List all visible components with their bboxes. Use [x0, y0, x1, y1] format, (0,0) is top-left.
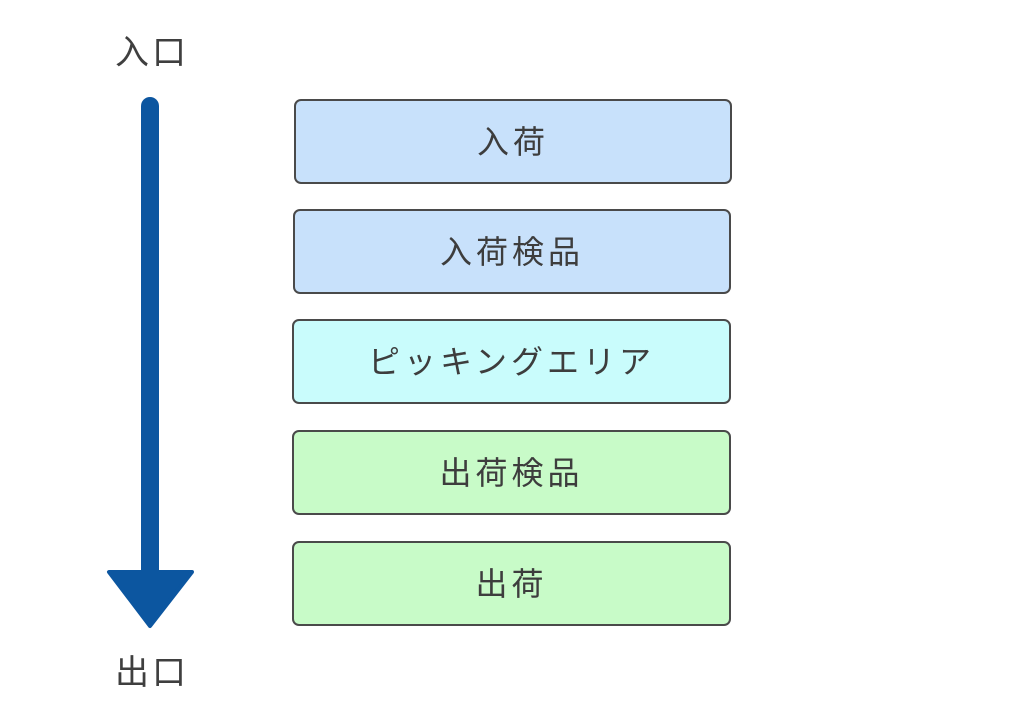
- stage-receiving: 入荷: [294, 99, 732, 184]
- stage-label: ピッキングエリア: [367, 342, 656, 381]
- stage-label: 出荷: [475, 564, 548, 603]
- stage-picking-area: ピッキングエリア: [292, 319, 731, 404]
- flow-direction-arrow: [107, 97, 194, 628]
- stage-shipping: 出荷: [292, 541, 731, 626]
- stage-label: 入荷: [476, 122, 549, 161]
- stage-shipping-inspection: 出荷検品: [292, 430, 731, 515]
- exit-label: 出口: [115, 653, 189, 693]
- entrance-label: 入口: [115, 33, 189, 73]
- stage-receiving-inspection: 入荷検品: [293, 209, 731, 294]
- arrow-head: [107, 570, 194, 628]
- stage-label: 出荷検品: [439, 453, 584, 492]
- stage-label: 入荷検品: [439, 232, 584, 271]
